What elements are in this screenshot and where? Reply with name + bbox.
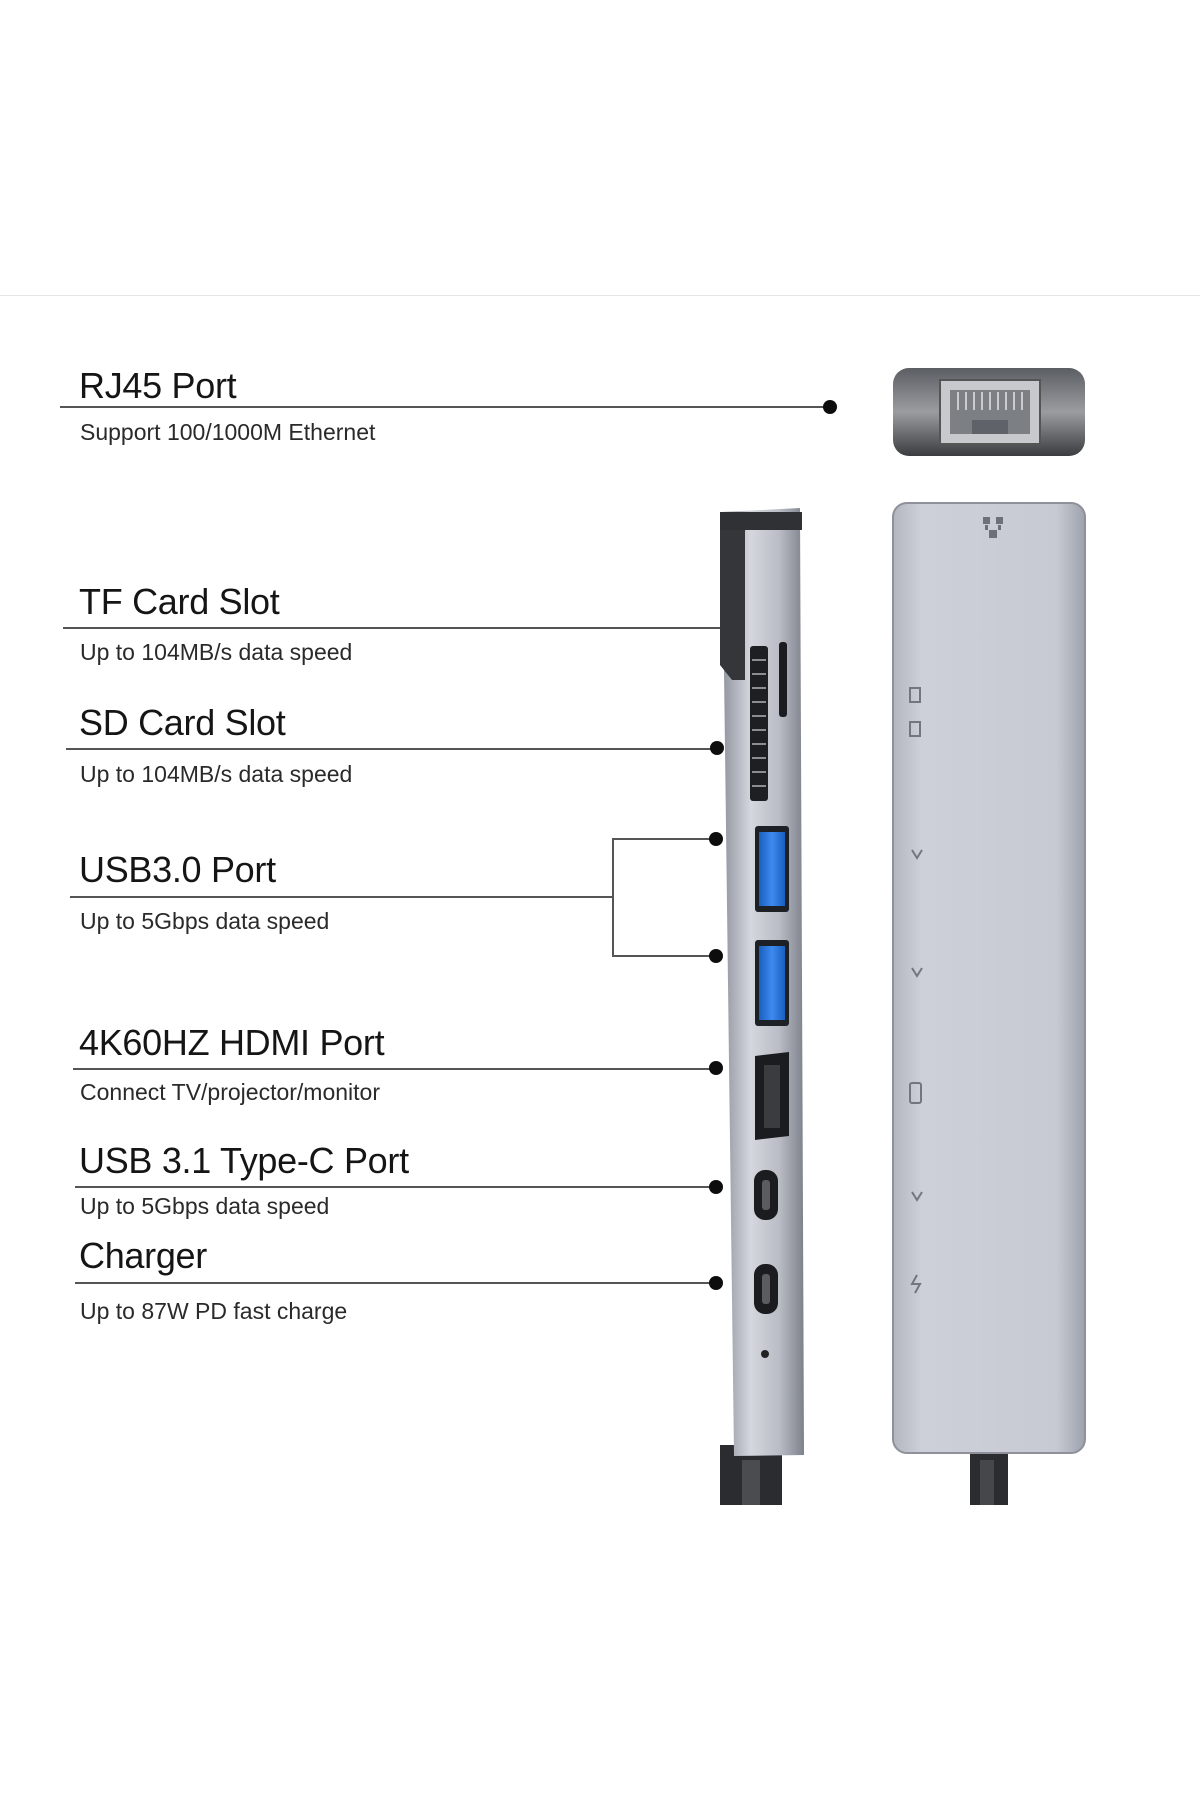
sd-card-dot xyxy=(710,741,724,755)
usb-c-title: USB 3.1 Type-C Port xyxy=(79,1140,409,1181)
ethernet-icon xyxy=(983,517,1003,538)
hdmi-title: 4K60HZ HDMI Port xyxy=(79,1022,385,1063)
tf-card-icon xyxy=(779,642,787,717)
hdmi-subtitle: Connect TV/projector/monitor xyxy=(80,1079,380,1105)
sd-card-title: SD Card Slot xyxy=(79,702,286,743)
top-divider xyxy=(0,295,1200,296)
tf-card-title: TF Card Slot xyxy=(79,581,280,622)
sd-card-leader xyxy=(66,748,718,750)
rj45-leader xyxy=(60,406,828,408)
usb3-title: USB3.0 Port xyxy=(79,849,276,890)
led-indicator xyxy=(761,1350,769,1358)
hdmi-leader xyxy=(73,1068,718,1070)
hdmi-icon xyxy=(909,1082,922,1104)
usb3-leader-lower xyxy=(612,955,716,957)
tf-card-leader xyxy=(63,627,783,629)
usb3-dot-upper xyxy=(709,832,723,846)
usb3-dot-lower xyxy=(709,949,723,963)
sd-card-subtitle: Up to 104MB/s data speed xyxy=(80,761,353,787)
charger-dot xyxy=(709,1276,723,1290)
tf-card-icon xyxy=(909,721,921,737)
usb3-bracket xyxy=(612,838,614,956)
usb-c-subtitle: Up to 5Gbps data speed xyxy=(80,1193,330,1219)
tf-card-subtitle: Up to 104MB/s data speed xyxy=(80,639,353,665)
rj45-end-view xyxy=(893,368,1085,456)
hub-top-view xyxy=(892,502,1086,1505)
charger-subtitle: Up to 87W PD fast charge xyxy=(80,1298,348,1324)
charger-leader xyxy=(75,1282,718,1284)
lightning-icon xyxy=(910,1274,922,1294)
hub-side-view xyxy=(720,508,804,1505)
rj45-title: RJ45 Port xyxy=(79,365,237,406)
usb3-leader xyxy=(70,896,614,898)
usb-icon xyxy=(911,849,923,860)
usb-icon xyxy=(911,1191,923,1202)
usb-c-dot xyxy=(709,1180,723,1194)
usb3-subtitle: Up to 5Gbps data speed xyxy=(80,908,330,934)
rj45-dot xyxy=(823,400,837,414)
sd-card-icon xyxy=(750,646,768,801)
usb-c-leader xyxy=(75,1186,718,1188)
usb-icon xyxy=(911,967,923,978)
usb3-leader-upper xyxy=(612,838,716,840)
hdmi-dot xyxy=(709,1061,723,1075)
sd-card-icon xyxy=(909,687,921,703)
charger-title: Charger xyxy=(79,1235,207,1276)
rj45-subtitle: Support 100/1000M Ethernet xyxy=(80,419,376,445)
